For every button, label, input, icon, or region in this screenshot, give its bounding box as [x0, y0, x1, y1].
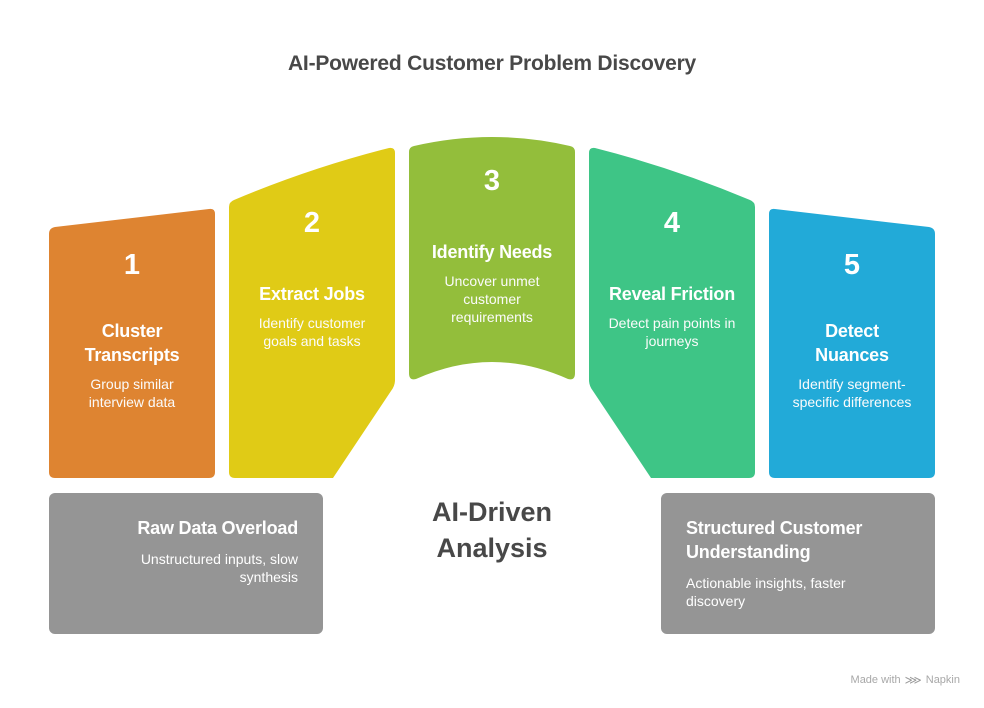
step-2-shape — [229, 147, 395, 478]
watermark-prefix: Made with — [850, 674, 901, 686]
step-3-title: Identify Needs — [431, 242, 553, 262]
step-5-shape — [769, 208, 935, 478]
step-2-title: Extract Jobs — [259, 284, 365, 304]
napkin-logo-icon: ⋙ — [904, 673, 922, 687]
watermark-brand: Napkin — [925, 674, 960, 686]
start-state-box — [49, 493, 323, 634]
step-5-description: Identify segment-specific differences — [792, 376, 912, 410]
step-1-shape — [49, 208, 215, 478]
watermark[interactable]: Made with ⋙ Napkin — [851, 673, 960, 687]
step-3-shape — [409, 137, 575, 380]
step-3-number: 3 — [483, 165, 501, 197]
step-5-number: 5 — [843, 249, 861, 281]
end-state-box — [661, 493, 935, 634]
start-state-title: Raw Data Overload — [137, 518, 298, 538]
start-state: Raw Data Overload Unstructured inputs, s… — [60, 516, 298, 586]
step-4-shape — [589, 147, 755, 478]
step-1-number: 1 — [123, 249, 141, 281]
step-4-number: 4 — [663, 207, 681, 239]
diagram-title: AI-Powered Customer Problem Discovery — [287, 52, 697, 75]
step-2-number: 2 — [303, 207, 321, 239]
step-4-title: Reveal Friction — [608, 284, 736, 304]
